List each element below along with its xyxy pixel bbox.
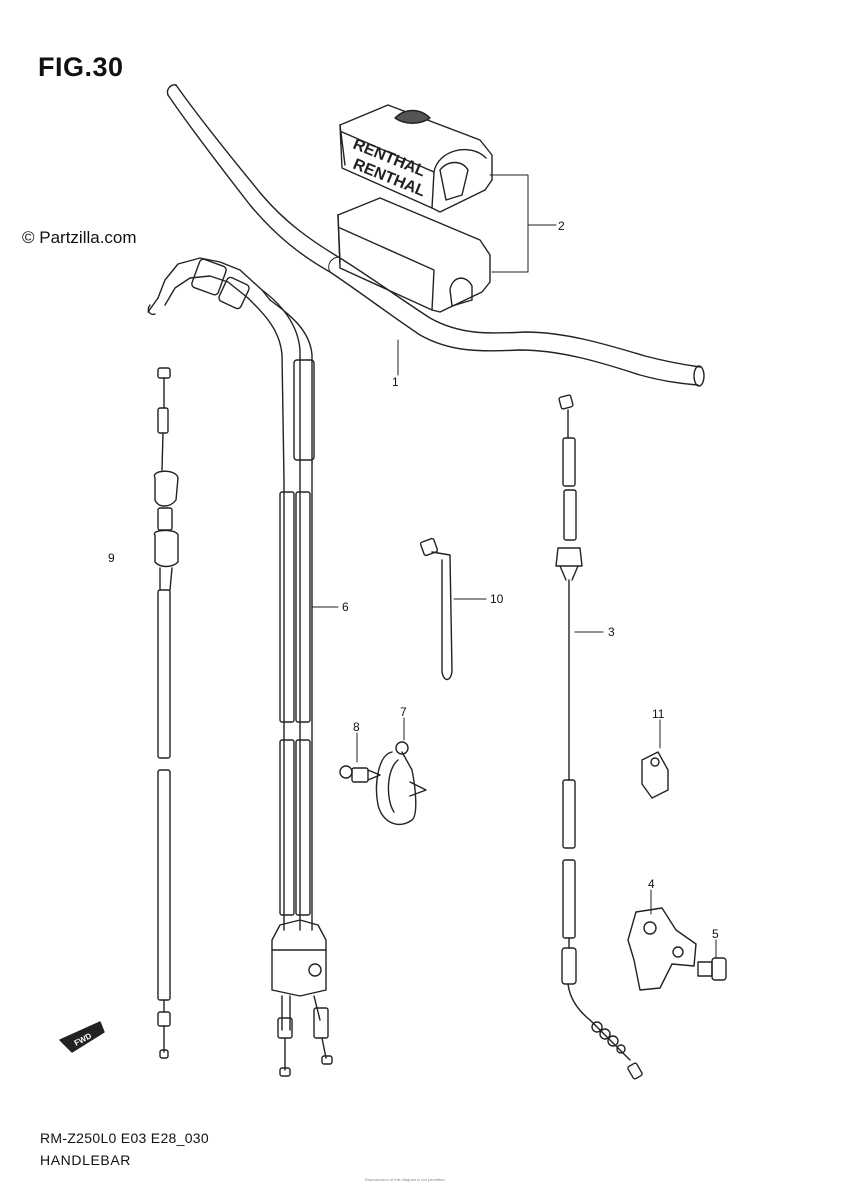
callout-3: 3 — [608, 625, 615, 639]
callout-5: 5 — [712, 927, 719, 941]
model-code: RM-Z250L0 E03 E28_030 — [40, 1130, 209, 1146]
cable-tie — [419, 537, 453, 681]
callout-6: 6 — [342, 600, 349, 614]
callout-11: 11 — [652, 707, 665, 721]
hot-start-cable — [153, 367, 179, 1059]
clutch-cable — [555, 394, 643, 1080]
callout-line-2 — [489, 174, 557, 273]
fine-print: Reproduction of this diagram is not perm… — [365, 1177, 445, 1182]
callout-7: 7 — [400, 705, 407, 719]
throttle-cable — [147, 257, 333, 1077]
forward-arrow-icon — [59, 1021, 105, 1053]
screw — [339, 765, 381, 783]
bolt — [697, 957, 727, 981]
handlebar-pad — [337, 104, 493, 313]
callout-10: 10 — [490, 592, 504, 606]
clutch-lever-holder — [627, 907, 697, 991]
callout-9: 9 — [108, 551, 115, 565]
callout-2: 2 — [558, 219, 565, 233]
section-name: HANDLEBAR — [40, 1152, 131, 1168]
figure-label: FIG.30 — [38, 52, 124, 82]
callout-8: 8 — [353, 720, 360, 734]
clamp — [641, 751, 669, 799]
callout-4: 4 — [648, 877, 655, 891]
handlebar — [166, 84, 705, 387]
copyright-watermark: © Partzilla.com — [22, 228, 137, 247]
callout-1: 1 — [392, 375, 399, 389]
cable-clamp — [375, 741, 427, 825]
